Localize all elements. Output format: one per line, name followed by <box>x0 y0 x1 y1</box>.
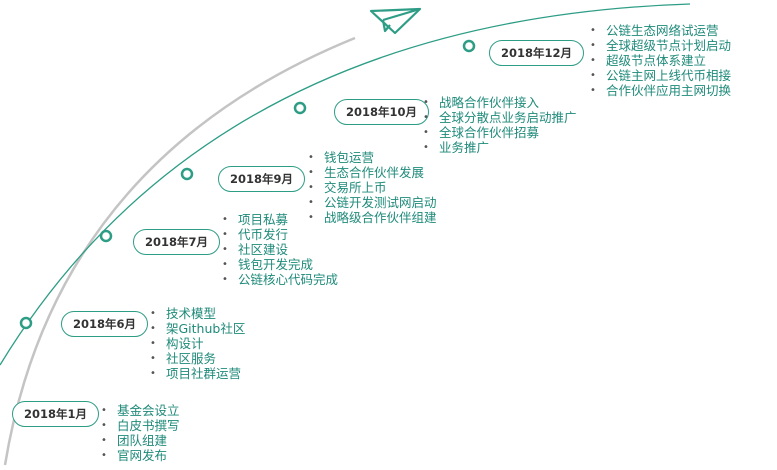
timeline-nodes <box>19 39 476 330</box>
milestone-item: 生态合作伙伴发展 <box>308 165 437 180</box>
timeline-node <box>19 316 33 330</box>
timeline-node <box>462 39 476 53</box>
milestone-item: 钱包运营 <box>308 150 437 165</box>
milestone-item: 构设计 <box>150 336 245 351</box>
milestone-item: 团队组建 <box>101 433 180 448</box>
timeline-node <box>293 101 307 115</box>
milestone-item: 社区建设 <box>222 242 338 257</box>
milestone-item: 白皮书撰写 <box>101 418 180 433</box>
milestone-item: 战略级合作伙伴组建 <box>308 210 437 225</box>
milestone-item: 项目私募 <box>222 212 338 227</box>
milestone-item: 架Github社区 <box>150 321 245 336</box>
milestone-item: 合作伙伴应用主网切换 <box>590 83 731 98</box>
timeline-node <box>180 167 194 181</box>
milestone-item: 交易所上币 <box>308 180 437 195</box>
milestone-date-pill: 2018年7月 <box>133 229 221 255</box>
milestone-items: 钱包运营 生态合作伙伴发展 交易所上币 公链开发测试网启动 战略级合作伙伴组建 <box>308 150 437 225</box>
milestone-items: 基金会设立 白皮书撰写 团队组建 官网发布 <box>101 403 180 463</box>
milestone-items: 技术模型 架Github社区 构设计 社区服务 项目社群运营 <box>150 306 245 381</box>
milestone-item: 公链核心代码完成 <box>222 272 338 287</box>
milestone-item: 钱包开发完成 <box>222 257 338 272</box>
milestone-items: 战略合作伙伴接入 全球分散点业务启动推广 全球合作伙伴招募 业务推广 <box>423 95 577 155</box>
milestone-date-pill: 2018年12月 <box>489 40 585 66</box>
milestone-item: 业务推广 <box>423 140 577 155</box>
milestone-item: 超级节点体系建立 <box>590 53 731 68</box>
milestone-item: 技术模型 <box>150 306 245 321</box>
milestone-item: 公链开发测试网启动 <box>308 195 437 210</box>
milestone-date-pill: 2018年9月 <box>218 166 306 192</box>
timeline-arc <box>0 3 691 366</box>
milestone-item: 基金会设立 <box>101 403 180 418</box>
milestone-item: 全球合作伙伴招募 <box>423 125 577 140</box>
milestone-item: 代币发行 <box>222 227 338 242</box>
milestone-item: 全球超级节点计划启动 <box>590 38 731 53</box>
milestone-item: 社区服务 <box>150 351 245 366</box>
timeline-node <box>99 229 113 243</box>
gray-arc <box>3 36 356 466</box>
milestone-date-pill: 2018年1月 <box>12 401 100 427</box>
milestone-date-pill: 2018年6月 <box>61 311 149 337</box>
milestone-item: 公链主网上线代币相接 <box>590 68 731 83</box>
milestone-item: 公链生态网络试运营 <box>590 23 731 38</box>
milestone-items: 项目私募 代币发行 社区建设 钱包开发完成 公链核心代码完成 <box>222 212 338 287</box>
milestone-item: 项目社群运营 <box>150 366 245 381</box>
paper-plane-icon <box>369 7 422 35</box>
milestone-item: 战略合作伙伴接入 <box>423 95 577 110</box>
milestone-items: 公链生态网络试运营 全球超级节点计划启动 超级节点体系建立 公链主网上线代币相接… <box>590 23 731 98</box>
milestone-item: 全球分散点业务启动推广 <box>423 110 577 125</box>
milestone-item: 官网发布 <box>101 448 180 463</box>
milestone-date-pill: 2018年10月 <box>334 99 430 125</box>
